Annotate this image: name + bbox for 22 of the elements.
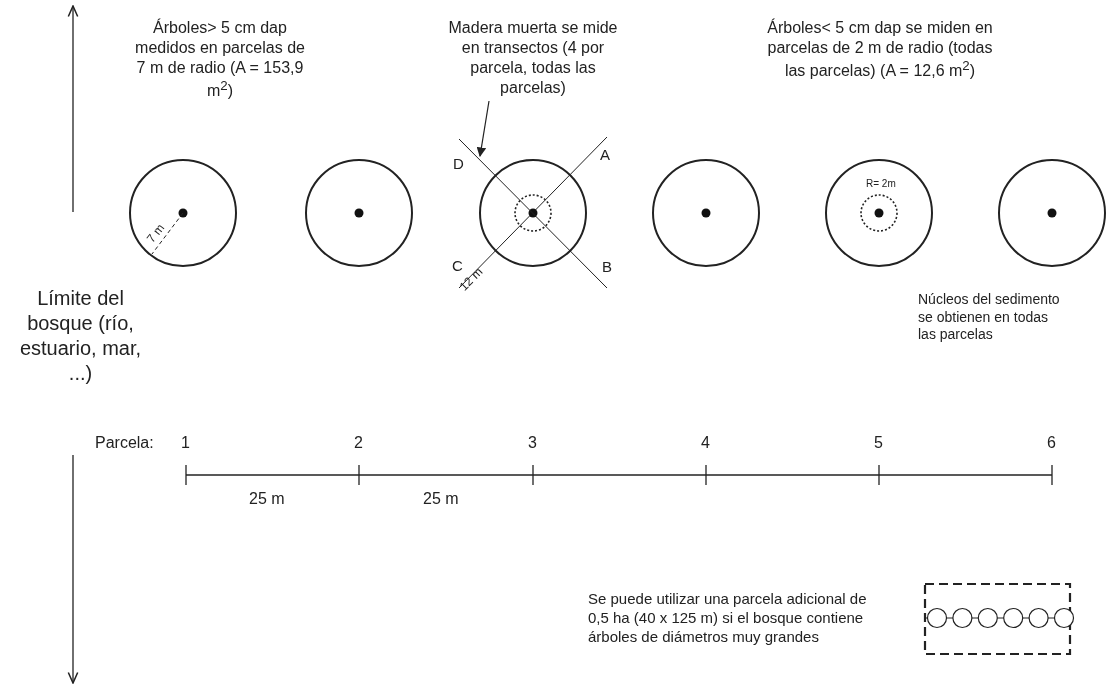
tick-label: 1 — [181, 433, 190, 453]
note-text: Se puede utilizar una parcela adicional de 0,5 ha (40 x 125 m) si el bosque contiene árboles de diámetros muy grandes — [588, 590, 868, 647]
note-text: Núcleos del sedimento se obtienen en todas las parcelas — [918, 291, 1061, 344]
tick-label: 4 — [701, 433, 710, 453]
dimension-label: 7 m — [143, 221, 169, 246]
leader-arrow — [476, 100, 490, 158]
tick-label: 5 — [874, 433, 883, 453]
tick-label: 6 — [1047, 433, 1056, 453]
tick-label: 2 — [354, 433, 363, 453]
boundary-text: Límite del bosque (río, estuario, mar, ...) — [18, 286, 143, 386]
dimension-label: R= 2m — [866, 178, 896, 191]
dimension-label: 25 m — [249, 489, 285, 509]
transect-letter: C — [452, 257, 463, 276]
dimension-label: 25 m — [423, 489, 459, 509]
annotation-text: Árboles> 5 cm dap medidos en parcelas de 7 m de radio (A = 153,9 m$^{2}$) — [135, 18, 305, 102]
transect-letter: A — [600, 146, 610, 165]
annotation-text: Madera muerta se mide en transectos (4 por parcela, todas las parcelas) — [448, 18, 618, 98]
tick-label: 3 — [528, 433, 537, 453]
axis-title: Parcela: — [95, 433, 154, 453]
annotation-text: Árboles< 5 cm dap se miden en parcelas de 2 m de radio (todas las parcelas) (A = 12,6 m$^{2}$) — [766, 18, 994, 82]
transect-letter: D — [453, 155, 464, 174]
transect-letter: B — [602, 258, 612, 277]
